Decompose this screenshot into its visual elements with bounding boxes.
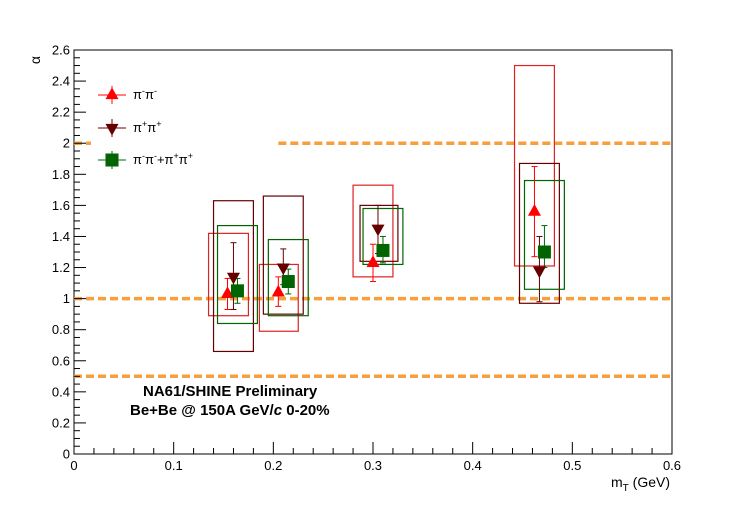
y-tick-label: 0 xyxy=(63,447,70,462)
x-tick-label: 0.3 xyxy=(364,458,382,473)
sys-box-s1-p1 xyxy=(262,195,304,315)
y-tick-label: 0.2 xyxy=(52,415,70,430)
legend-label-text: π-π- xyxy=(133,86,157,103)
marker-s2-p3 xyxy=(537,245,551,259)
legend-label-1: π+π+ xyxy=(133,119,162,136)
marker-s2-p1 xyxy=(281,275,295,289)
x-axis-title-unit: (GeV) xyxy=(629,474,670,490)
y-tick-label: 1.4 xyxy=(52,229,70,244)
y-tick-label: 2.4 xyxy=(52,74,70,89)
marker-s0-p0 xyxy=(220,286,234,299)
y-tick-label: 1 xyxy=(63,291,70,306)
sys-box-s0-p3 xyxy=(513,64,555,267)
marker-s2-p0 xyxy=(230,284,244,298)
legend: π-π-π+π+ π-π-+π+π+ xyxy=(98,86,194,169)
y-tick-label: 0.4 xyxy=(52,384,70,399)
sys-box-s2-p2 xyxy=(362,207,404,266)
marker-s1-p1 xyxy=(276,263,290,276)
annotation-part: Be+Be @ 150A GeV/ xyxy=(130,402,275,419)
y-tick-label: 2.6 xyxy=(52,43,70,58)
x-axis-title: mT (GeV) xyxy=(611,474,670,494)
x-tick-label: 0.1 xyxy=(165,458,183,473)
marker-s2-p2 xyxy=(376,243,390,257)
marker-s0-p3 xyxy=(527,203,541,216)
sys-box-s0-p0 xyxy=(207,232,250,317)
legend-marker xyxy=(105,123,119,136)
x-tick-label: 0 xyxy=(70,458,77,473)
sys-box-s1-p0 xyxy=(212,200,255,353)
legend-marker xyxy=(105,87,119,100)
y-tick-label: 0.8 xyxy=(52,322,70,337)
y-tick-label: 2.2 xyxy=(52,105,70,120)
marker-s1-p3 xyxy=(532,266,546,279)
y-tick-label: 1.6 xyxy=(52,198,70,213)
marker-s0-p1 xyxy=(271,284,285,297)
annotation-line-2: Be+Be @ 150A GeV/c 0-20% xyxy=(130,402,330,419)
sys-box-s2-p3 xyxy=(523,179,565,290)
x-tick-label: 0.5 xyxy=(563,458,581,473)
annotation-part: 0-20% xyxy=(282,402,330,419)
sys-box-s1-p3 xyxy=(518,162,560,304)
y-axis: 0 0.2 0.4 0.6 0.8 1 1.2 1.4 1.6 1.8 2 2.2 2.4 2.6 xyxy=(52,43,86,462)
systematic-boxes xyxy=(207,64,565,353)
x-axis-title-subscript: T xyxy=(623,483,629,494)
legend-label-text: π+π+ xyxy=(133,119,162,136)
statistical-error-bars xyxy=(224,166,548,310)
x-axis-title-main: m xyxy=(611,474,623,490)
marker-s1-p0 xyxy=(226,272,240,285)
y-tick-label: 1.2 xyxy=(52,260,70,275)
data-markers xyxy=(220,203,551,299)
x-tick-label: 0.2 xyxy=(264,458,282,473)
legend-label-text: π-π-+π+π+ xyxy=(133,151,194,168)
marker-s1-p2 xyxy=(371,224,385,237)
annotation-part: c xyxy=(274,402,283,419)
x-tick-label: 0.4 xyxy=(464,458,482,473)
y-axis-title: α xyxy=(27,56,43,64)
y-tick-label: 1.8 xyxy=(52,167,70,182)
legend-marker xyxy=(105,153,119,167)
annotation-line-1: NA61/SHINE Preliminary xyxy=(143,383,318,400)
y-tick-label: 0.6 xyxy=(52,353,70,368)
marker-s0-p2 xyxy=(366,255,380,267)
legend-label-0: π-π- xyxy=(133,86,157,103)
x-tick-label: 0.6 xyxy=(663,458,681,473)
y-tick-label: 2 xyxy=(63,136,70,151)
x-axis: 0 0.1 0.2 0.3 0.4 0.5 0.6 xyxy=(70,442,681,473)
sys-box-s2-p1 xyxy=(267,238,309,317)
legend-label-2: π-π-+π+π+ xyxy=(133,151,194,168)
sys-box-s2-p0 xyxy=(216,224,258,325)
